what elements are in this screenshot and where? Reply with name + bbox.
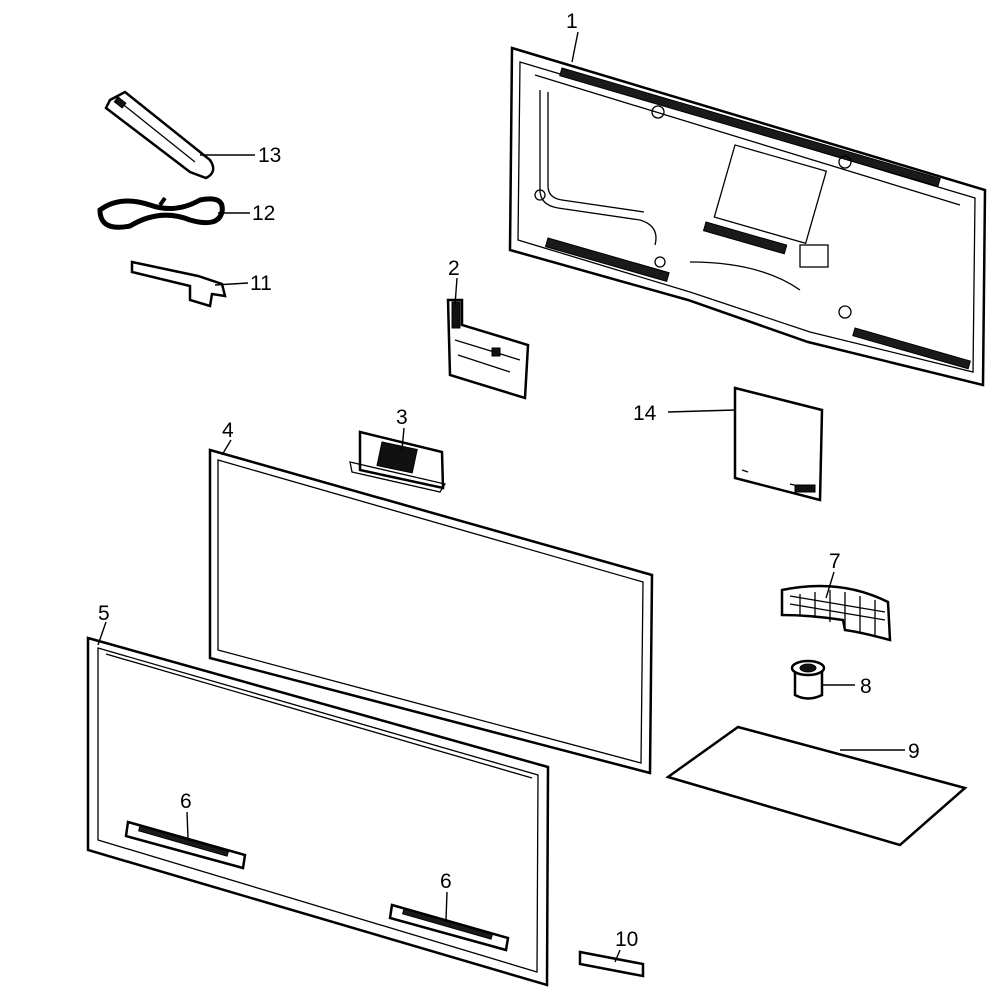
part-12-power-cord [97,196,225,230]
part-8-collar [790,659,826,700]
callout-14: 14 [633,402,657,425]
callout-1: 1 [566,10,578,33]
callout-8: 8 [860,675,872,698]
part-14-board [733,386,824,502]
callout-4: 4 [222,419,234,442]
callout-3: 3 [396,406,408,429]
callout-2: 2 [448,257,460,280]
callout-6b: 6 [440,870,452,893]
part-1-rear-cover [508,46,987,387]
callout-11: 11 [250,272,272,295]
callout-13: 13 [258,144,281,167]
part-4-panel [208,448,654,775]
part-6-speaker-right [388,903,510,952]
part-5-bezel [86,636,550,987]
callout-9: 9 [908,740,920,763]
part-3-bracket [349,430,447,493]
callout-5: 5 [98,602,110,625]
leader-lines [97,31,905,963]
part-13-remote [104,90,215,180]
part-9-base-plate [665,725,968,847]
callout-12: 12 [252,202,275,225]
callout-10: 10 [615,928,638,951]
part-10-bar [578,950,645,978]
part-11-flat-cable [130,260,227,308]
callout-6a: 6 [180,790,192,813]
part-2-board [446,298,530,400]
part-6-speaker-left [124,820,247,870]
callout-7: 7 [829,550,841,573]
part-7-stand-neck [780,584,892,642]
callout-labels: 1 2 3 4 5 6 6 7 8 9 10 11 12 13 14 [98,10,920,951]
